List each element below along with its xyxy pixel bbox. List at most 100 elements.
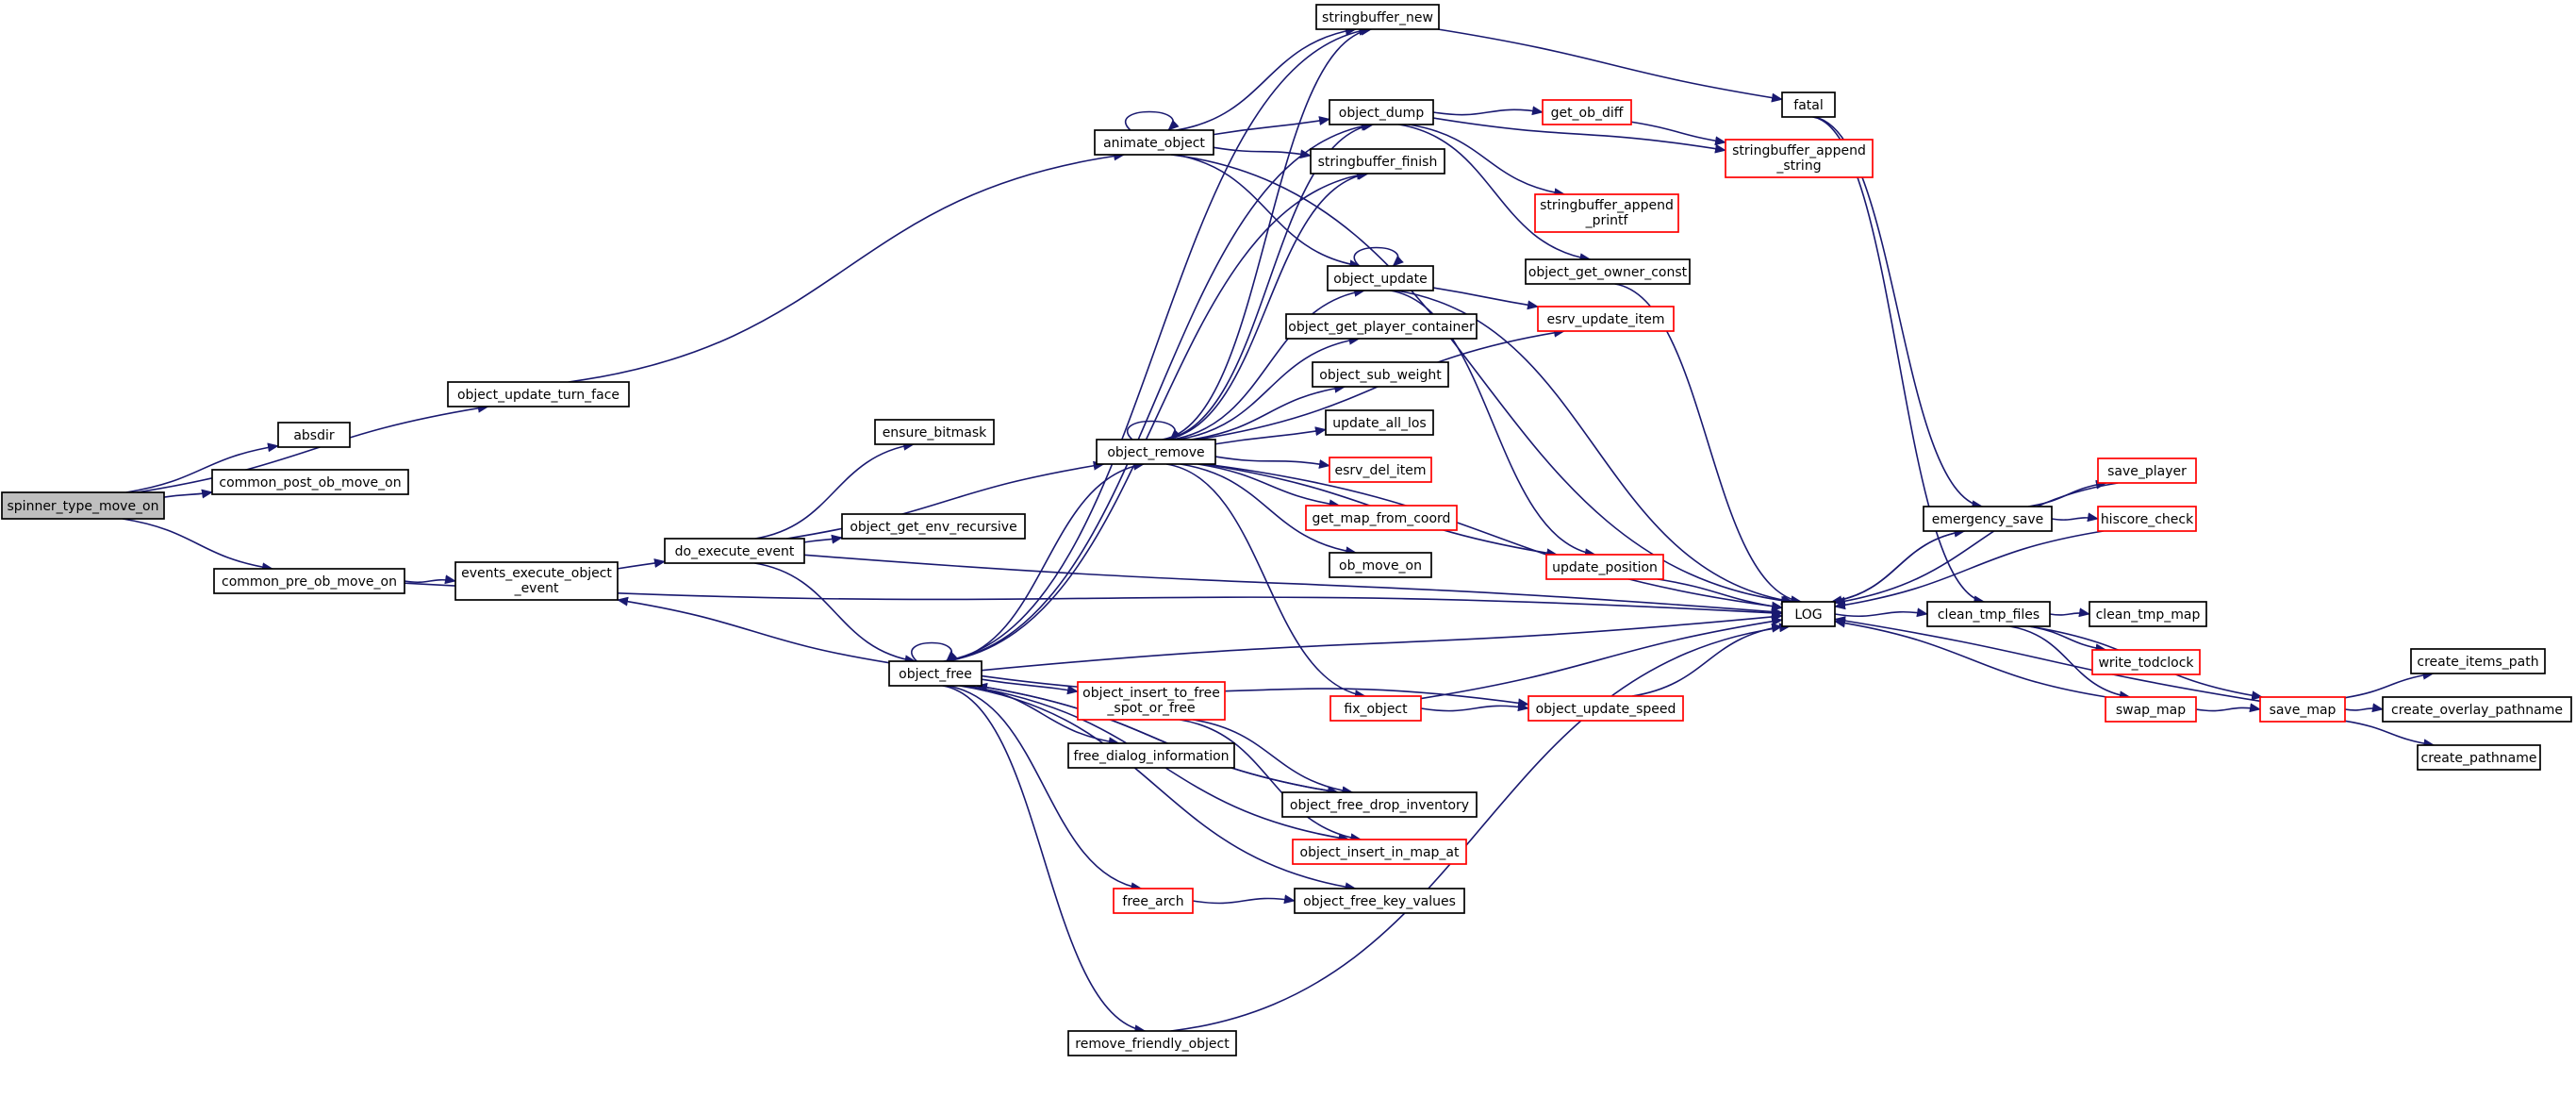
node-object_update_turn_face[interactable]: object_update_turn_face xyxy=(447,381,630,407)
node-object_get_player_container[interactable]: object_get_player_container xyxy=(1285,313,1478,340)
edge-spinner_type_move_on-to-common_pre_ob_move_on xyxy=(122,518,273,573)
node-save_player[interactable]: save_player xyxy=(2097,457,2197,484)
node-LOG[interactable]: LOG xyxy=(1781,601,1836,627)
node-swap_map[interactable]: swap_map xyxy=(2105,696,2197,723)
node-label: clean_tmp_map xyxy=(2096,607,2201,623)
node-label: update_all_los xyxy=(1332,416,1426,431)
edge-object_free-to-object_insert_to_free_spot_or_free xyxy=(981,678,1079,695)
edge-object_free-to-stringbuffer_finish xyxy=(946,170,1368,662)
node-stringbuffer_append_printf[interactable]: stringbuffer_append_printf xyxy=(1534,193,1679,233)
node-get_ob_diff[interactable]: get_ob_diff xyxy=(1542,99,1632,125)
node-stringbuffer_new[interactable]: stringbuffer_new xyxy=(1315,4,1440,30)
node-label: clean_tmp_files xyxy=(1938,607,2039,623)
node-common_pre_ob_move_on[interactable]: common_pre_ob_move_on xyxy=(213,568,405,594)
edge-save_map-to-create_overlay_pathname xyxy=(2344,703,2384,713)
node-absdir[interactable]: absdir xyxy=(277,422,351,448)
node-box xyxy=(1781,91,1836,118)
node-clean_tmp_files[interactable]: clean_tmp_files xyxy=(1926,601,2051,627)
edge-remove_friendly_object-to-LOG xyxy=(1170,623,1792,1032)
node-animate_object[interactable]: animate_object xyxy=(1094,129,1214,156)
node-object_get_owner_const[interactable]: object_get_owner_const xyxy=(1525,258,1691,285)
node-label: swap_map xyxy=(2116,703,2186,718)
node-common_post_ob_move_on[interactable]: common_post_ob_move_on xyxy=(211,469,409,495)
node-label: object_get_owner_const xyxy=(1528,265,1688,280)
node-object_insert_to_free_spot_or_free[interactable]: object_insert_to_free_spot_or_free xyxy=(1077,681,1226,721)
node-label: remove_friendly_object xyxy=(1075,1037,1230,1052)
edge-object_remove-to-object_sub_weight xyxy=(1191,383,1346,441)
node-label: free_arch xyxy=(1122,894,1183,909)
node-label: object_insert_to_free xyxy=(1082,686,1220,701)
node-object_dump[interactable]: object_dump xyxy=(1329,99,1434,125)
node-box xyxy=(2089,601,2207,627)
node-label: ensure_bitmask xyxy=(883,425,987,441)
node-do_execute_event[interactable]: do_execute_event xyxy=(664,538,805,564)
edge-fix_object-to-LOG xyxy=(1420,616,1783,700)
node-esrv_update_item[interactable]: esrv_update_item xyxy=(1537,306,1675,332)
node-box xyxy=(1096,439,1216,465)
edge-animate_object-to-object_dump xyxy=(1213,116,1330,136)
edge-hiscore_check-to-LOG xyxy=(1834,530,2104,610)
edge-object_insert_to_free_spot_or_free-to-object_insert_in_map_at xyxy=(1180,719,1362,843)
node-update_all_los[interactable]: update_all_los xyxy=(1325,409,1434,436)
node-label: common_post_ob_move_on xyxy=(219,475,401,490)
edge-object_remove-to-object_update xyxy=(1171,287,1366,441)
node-esrv_del_item[interactable]: esrv_del_item xyxy=(1329,457,1432,483)
node-ob_move_on[interactable]: ob_move_on xyxy=(1329,552,1432,578)
node-ensure_bitmask[interactable]: ensure_bitmask xyxy=(874,419,995,445)
edge-emergency_save-to-hiscore_check xyxy=(2051,512,2099,523)
node-box xyxy=(1094,129,1214,156)
node-box xyxy=(454,561,619,601)
node-fix_object[interactable]: fix_object xyxy=(1329,695,1422,722)
edge-object_get_owner_const-to-LOG xyxy=(1614,283,1803,606)
node-hiscore_check[interactable]: hiscore_check xyxy=(2097,506,2197,532)
node-object_update_speed[interactable]: object_update_speed xyxy=(1527,695,1684,722)
edge-object_update-to-update_position xyxy=(1389,290,1596,558)
node-label: object_remove xyxy=(1107,445,1204,460)
node-label: object_get_env_recursive xyxy=(850,520,1016,535)
node-free_dialog_information[interactable]: free_dialog_information xyxy=(1067,742,1235,769)
edge-animate_object-to-object_update xyxy=(1174,154,1362,270)
node-object_update[interactable]: object_update xyxy=(1327,265,1434,291)
node-write_todclock[interactable]: write_todclock xyxy=(2091,649,2201,675)
node-label: stringbuffer_finish xyxy=(1318,155,1438,170)
node-label: spinner_type_move_on xyxy=(8,499,159,514)
node-object_remove[interactable]: object_remove xyxy=(1096,439,1216,465)
node-spinner_type_move_on[interactable]: spinner_type_move_on xyxy=(1,491,165,520)
edge-clean_tmp_files-to-write_todclock xyxy=(2028,625,2107,654)
node-label: get_ob_diff xyxy=(1551,106,1624,121)
edge-object_dump-to-get_ob_diff xyxy=(1432,106,1544,116)
edge-object_update_turn_face-to-animate_object xyxy=(568,151,1126,383)
edge-object_remove-to-object_remove xyxy=(1126,420,1181,441)
nodes: spinner_type_move_on absdir common_post_ob… xyxy=(1,4,2572,1056)
node-label: common_pre_ob_move_on xyxy=(222,574,397,590)
node-emergency_save[interactable]: emergency_save xyxy=(1923,506,2053,532)
node-stringbuffer_finish[interactable]: stringbuffer_finish xyxy=(1310,148,1445,175)
node-label: create_pathname xyxy=(2421,751,2537,766)
node-events_execute_object_event[interactable]: events_execute_object_event xyxy=(454,561,619,601)
node-clean_tmp_map[interactable]: clean_tmp_map xyxy=(2089,601,2207,627)
node-box xyxy=(1305,505,1458,531)
node-stringbuffer_append_string[interactable]: stringbuffer_append_string xyxy=(1725,139,1874,178)
node-box xyxy=(1525,258,1691,285)
node-object_get_env_recursive[interactable]: object_get_env_recursive xyxy=(841,513,1026,540)
node-box xyxy=(1923,506,2053,532)
node-remove_friendly_object[interactable]: remove_friendly_object xyxy=(1067,1030,1237,1056)
node-object_sub_weight[interactable]: object_sub_weight xyxy=(1312,361,1449,388)
node-object_free_drop_inventory[interactable]: object_free_drop_inventory xyxy=(1281,791,1478,818)
node-fatal[interactable]: fatal xyxy=(1781,91,1836,118)
node-create_overlay_pathname[interactable]: create_overlay_pathname xyxy=(2382,696,2572,723)
node-object_insert_in_map_at[interactable]: object_insert_in_map_at xyxy=(1292,839,1467,865)
node-object_free[interactable]: object_free xyxy=(888,660,983,687)
node-box xyxy=(841,513,1026,540)
edge-update_position-to-LOG xyxy=(1658,578,1783,611)
node-get_map_from_coord[interactable]: get_map_from_coord xyxy=(1305,505,1458,531)
node-free_arch[interactable]: free_arch xyxy=(1113,888,1194,914)
node-label: create_items_path xyxy=(2417,655,2538,670)
node-object_free_key_values[interactable]: object_free_key_values xyxy=(1294,888,1465,914)
node-create_items_path[interactable]: create_items_path xyxy=(2410,648,2546,674)
edge-clean_tmp_files-to-swap_map xyxy=(2009,625,2131,701)
node-save_map[interactable]: save_map xyxy=(2259,696,2346,723)
node-box xyxy=(2382,696,2572,723)
node-create_pathname[interactable]: create_pathname xyxy=(2417,744,2541,771)
node-update_position[interactable]: update_position xyxy=(1545,554,1664,580)
